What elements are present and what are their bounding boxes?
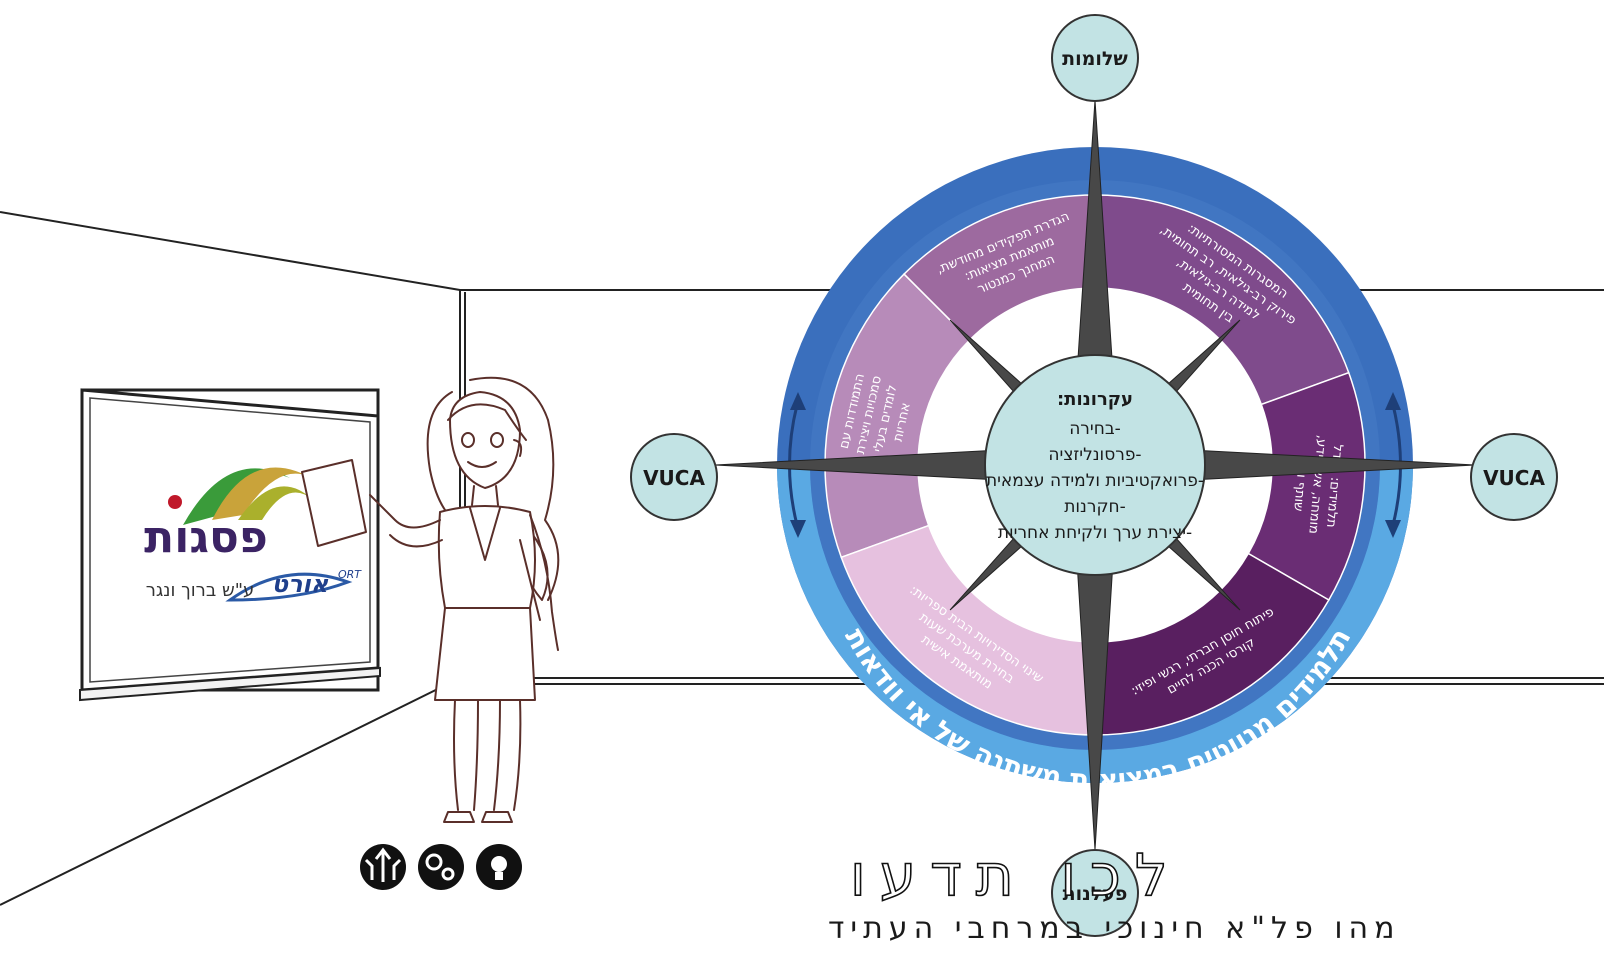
footer-icons	[360, 844, 522, 890]
node-east	[1470, 433, 1558, 521]
node-south-label: פעלנות	[1063, 883, 1128, 905]
node-north-label: שלומות	[1062, 48, 1128, 70]
center-title: עקרונות:	[1057, 389, 1133, 410]
node-south	[1051, 849, 1139, 937]
center-item-4: -חקרנות	[1064, 497, 1126, 517]
org-text: ע"ש ברוך ונגר	[146, 580, 255, 601]
whiteboard	[79, 388, 381, 702]
pisgot-logo: פסגות אורט ORT ע"ש ברוך ונגר	[144, 467, 362, 602]
center-item-3: -פרואקטיביות ולמידה עצמאית	[986, 471, 1204, 491]
logo-text: פסגות	[144, 512, 268, 563]
node-east-label: VUCA	[1483, 466, 1545, 490]
ort-label: ORT	[338, 568, 362, 581]
footer: לכו תדעו מהו פל"א חינוכי במרחבי העתיד	[360, 840, 1401, 946]
paper-sheet	[301, 459, 367, 547]
center-item-5: -יצירת ערך ולקיחת אחריות	[998, 523, 1192, 543]
compass-diagram: התמודדות עםסמכויות ויצירתלומדים בעליאחרי…	[630, 14, 1558, 937]
footer-headline: לכו תדעו	[850, 841, 1182, 909]
node-north	[1051, 14, 1139, 102]
center-circle	[984, 354, 1206, 576]
gears-icon	[418, 844, 464, 890]
center-item-1: -בחירה	[1069, 419, 1121, 439]
cycle-arrows	[788, 392, 1402, 538]
center-item-2: -פרסונליזציה	[1048, 445, 1141, 465]
teacher-illustration	[301, 376, 560, 823]
ort-hebrew: אורט	[272, 570, 329, 598]
node-west-label: VUCA	[643, 466, 705, 490]
footer-subtitle: מהו פל"א חינוכי במרחבי העתיד	[828, 911, 1401, 946]
outer-ring-lower	[777, 465, 1413, 783]
node-west	[630, 433, 718, 521]
